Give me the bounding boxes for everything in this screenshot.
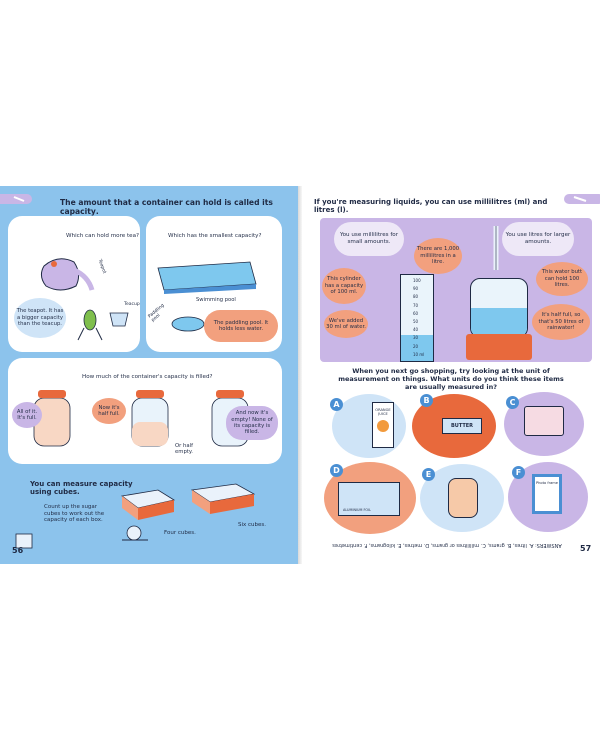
cylinder-capacity-bubble: This cylinder has a capacity of 100 ml.: [322, 268, 366, 304]
shopping-heading: When you next go shopping, try looking a…: [338, 367, 564, 391]
photo-label: Photo frame: [535, 481, 559, 485]
teapot-icon: [40, 258, 95, 291]
foil-label: ALUMINIUM FOIL: [343, 508, 371, 512]
half-full-bubble: It's half full, so that's 50 litres of r…: [532, 304, 590, 340]
paddling-pool-icon: [171, 316, 205, 332]
label-e: E: [422, 468, 435, 481]
snail-icon: [122, 525, 148, 541]
juice-carton: ORANGE JUICE: [372, 402, 394, 448]
capacity-heading: The amount that a container can hold is …: [60, 198, 273, 217]
scale-mark: 50: [413, 319, 419, 325]
teapot-answer-bubble: The teapot. It has a bigger capacity tha…: [14, 298, 66, 338]
litres-bubble: You use litres for larger amounts.: [502, 222, 574, 256]
product-circle-a: [332, 394, 406, 458]
juice-label: ORANGE JUICE: [375, 408, 391, 416]
ml-bubble: You use millilitres for small amounts.: [334, 222, 404, 256]
scale-mark: 90: [413, 286, 419, 292]
four-cube-box-icon: [121, 489, 176, 520]
six-cube-box-icon: [190, 483, 256, 514]
scale-mark: 10 ml: [413, 351, 425, 357]
foil-box: ALUMINIUM FOIL: [338, 482, 400, 516]
four-cubes-label: Four cubes.: [164, 530, 196, 536]
teacup-icon: [109, 312, 129, 327]
water-butt-bubble: This water butt can hold 100 litres.: [536, 262, 588, 296]
label-f: F: [512, 466, 525, 479]
water-butt: [470, 278, 528, 338]
half-jar-icon: [131, 390, 169, 447]
ruler-tab-icon: [0, 194, 32, 204]
scale-mark: 80: [413, 294, 419, 300]
cubes-heading: You can measure capacity using cubes.: [30, 480, 133, 497]
book-gutter: [298, 186, 302, 564]
teacup-label: Teacup: [124, 302, 140, 307]
half-jar-bubble: Now it's half full.: [92, 398, 126, 424]
scale-mark: 40: [413, 327, 419, 333]
scale-mark: 20: [413, 343, 419, 349]
water-butt-water: [471, 308, 527, 337]
paddling-answer-bubble: The paddling pool. It holds less water.: [204, 310, 278, 342]
orange-slice-icon: [377, 420, 389, 432]
water-butt-stand: [466, 334, 532, 360]
scale-mark: 30: [413, 335, 419, 341]
label-d: D: [330, 464, 343, 477]
drainpipe-icon: [493, 226, 499, 270]
left-page: The amount that a container can hold is …: [0, 186, 298, 564]
scale-mark: 60: [413, 310, 419, 316]
page-number-left: 56: [12, 546, 24, 555]
ruler-tab-icon-right: [564, 194, 600, 204]
jars-question: How much of the container's capacity is …: [82, 374, 213, 380]
added-water-bubble: We've added 30 ml of water.: [324, 310, 368, 338]
right-page: If you're measuring liquids, you can use…: [302, 186, 600, 564]
swimming-pool-icon: [157, 261, 257, 294]
scale-mark: 70: [413, 302, 419, 308]
pots-icon: [524, 406, 564, 436]
page-number-right: 57: [580, 544, 592, 553]
sugar-cube-icon: [15, 533, 33, 549]
scale-mark: 100: [413, 278, 421, 283]
cylinder-water: [401, 335, 433, 361]
full-jar-bubble: All of it. It's full.: [12, 402, 42, 428]
butter-label: BUTTER: [450, 423, 474, 429]
tea-question: Which can hold more tea?: [66, 233, 140, 239]
swimming-pool-label: Swimming pool: [196, 297, 236, 303]
grasshopper-icon: [77, 309, 103, 341]
potato-bag: [448, 478, 478, 518]
six-cubes-label: Six cubes.: [238, 522, 267, 528]
empty-jar-bubble: And now it's empty! None of its capacity…: [226, 406, 278, 440]
label-a: A: [330, 398, 343, 411]
photo-frame: Photo frame: [532, 474, 562, 514]
label-b: B: [420, 394, 433, 407]
thousand-bubble: There are 1,000 millilitres in a litre.: [414, 238, 462, 274]
book-spread: The amount that a container can hold is …: [0, 186, 600, 564]
cubes-body: Count up the sugar cubes to work out the…: [44, 504, 105, 524]
full-jar-icon: [33, 390, 71, 447]
pool-question: Which has the smallest capacity?: [168, 233, 262, 239]
half-empty-bubble: Or half empty.: [170, 438, 198, 460]
measuring-cylinder: 100 90 80 70 60 50 40 30 20 10 ml: [400, 274, 434, 362]
liquids-heading: If you're measuring liquids, you can use…: [314, 198, 548, 215]
cylinder-scale: 100 90 80 70 60 50 40 30 20 10 ml: [413, 277, 424, 359]
answers-upside-down: ANSWERS: A. litres, B. grams, C. millili…: [332, 542, 562, 548]
label-c: C: [506, 396, 519, 409]
butter-block: BUTTER: [442, 418, 482, 434]
